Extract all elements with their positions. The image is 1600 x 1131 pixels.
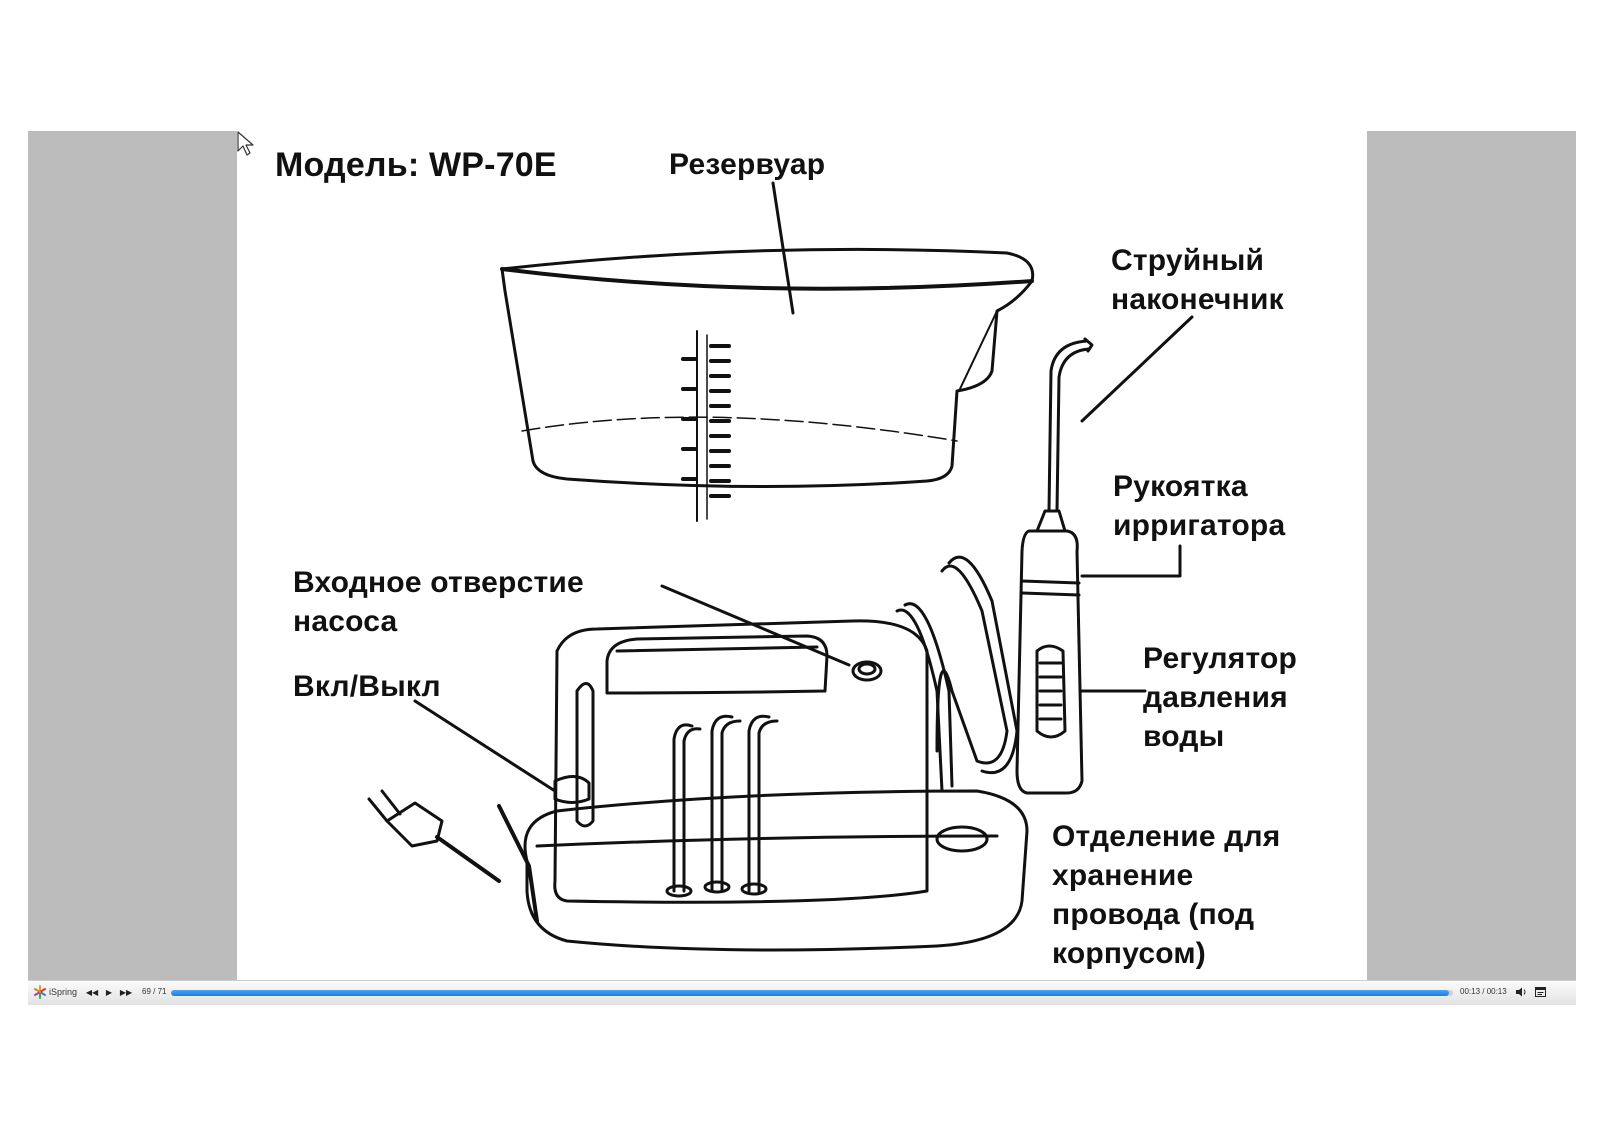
mouse-cursor-icon bbox=[237, 131, 254, 156]
label-cord-line-3: провода (под bbox=[1052, 898, 1255, 931]
ispring-logo-icon bbox=[34, 985, 46, 999]
presentation-player: Модель: WP-70E Резервуар Струйный наконе… bbox=[28, 131, 1576, 1005]
label-jet-tip-line-1: Струйный bbox=[1111, 244, 1265, 277]
rewind-icon: ◀◀ bbox=[85, 987, 99, 997]
outline-icon bbox=[1534, 987, 1546, 997]
label-handle-line-1: Рукоятка bbox=[1113, 470, 1248, 503]
label-pressure-line-3: воды bbox=[1143, 720, 1225, 753]
player-control-bar: iSpring ◀◀ ▶ ▶▶ 69 / 71 00:13 / 00:13 bbox=[28, 980, 1576, 1005]
outline-button[interactable] bbox=[1532, 984, 1548, 1000]
label-jet-tip: Струйный наконечник bbox=[1111, 241, 1284, 319]
label-handle: Рукоятка ирригатора bbox=[1113, 467, 1285, 545]
handle-drawing bbox=[1015, 337, 1094, 795]
base-unit-drawing bbox=[367, 619, 1029, 952]
previous-slide-button[interactable]: ◀◀ bbox=[84, 984, 100, 1000]
label-pump-inlet-line-2: насоса bbox=[293, 605, 398, 638]
label-reservoir: Резервуар bbox=[669, 148, 826, 181]
ispring-logo: iSpring bbox=[33, 985, 77, 999]
label-pressure-line-1: Регулятор bbox=[1143, 642, 1298, 675]
progress-bar-fill bbox=[171, 990, 1450, 996]
label-power-switch: Вкл/Выкл bbox=[293, 670, 441, 703]
label-cord-line-2: хранение bbox=[1052, 859, 1194, 892]
volume-icon bbox=[1516, 987, 1526, 997]
label-handle-line-2: ирригатора bbox=[1113, 509, 1286, 542]
label-pump-inlet: Входное отверстие насоса bbox=[293, 563, 584, 641]
play-button[interactable]: ▶ bbox=[101, 984, 117, 1000]
label-pump-inlet-line-1: Входное отверстие bbox=[293, 566, 584, 599]
slide-counter: 69 / 71 bbox=[142, 987, 167, 996]
label-cord-line-4: корпусом) bbox=[1052, 937, 1206, 970]
fast-forward-icon: ▶▶ bbox=[119, 987, 133, 997]
label-jet-tip-line-2: наконечник bbox=[1111, 283, 1284, 316]
progress-bar[interactable] bbox=[171, 990, 1453, 996]
label-cord-line-1: Отделение для bbox=[1052, 820, 1281, 853]
slide-canvas: Модель: WP-70E Резервуар Струйный наконе… bbox=[237, 131, 1367, 980]
leader-lines bbox=[413, 315, 1194, 793]
next-slide-button[interactable]: ▶▶ bbox=[118, 984, 134, 1000]
label-pressure-line-2: давления bbox=[1143, 681, 1288, 714]
label-cord-storage: Отделение для хранение провода (под корп… bbox=[1052, 817, 1281, 973]
play-icon: ▶ bbox=[105, 987, 113, 997]
water-flosser-diagram bbox=[367, 181, 1194, 952]
volume-button[interactable] bbox=[1513, 984, 1529, 1000]
model-label: Модель: WP-70E bbox=[275, 146, 557, 184]
playback-time: 00:13 / 00:13 bbox=[1460, 987, 1507, 996]
reservoir-drawing bbox=[500, 181, 1035, 522]
label-pressure-regulator: Регулятор давления воды bbox=[1143, 639, 1297, 756]
ispring-logo-text: iSpring bbox=[49, 987, 78, 997]
hose-drawing bbox=[895, 555, 1019, 793]
